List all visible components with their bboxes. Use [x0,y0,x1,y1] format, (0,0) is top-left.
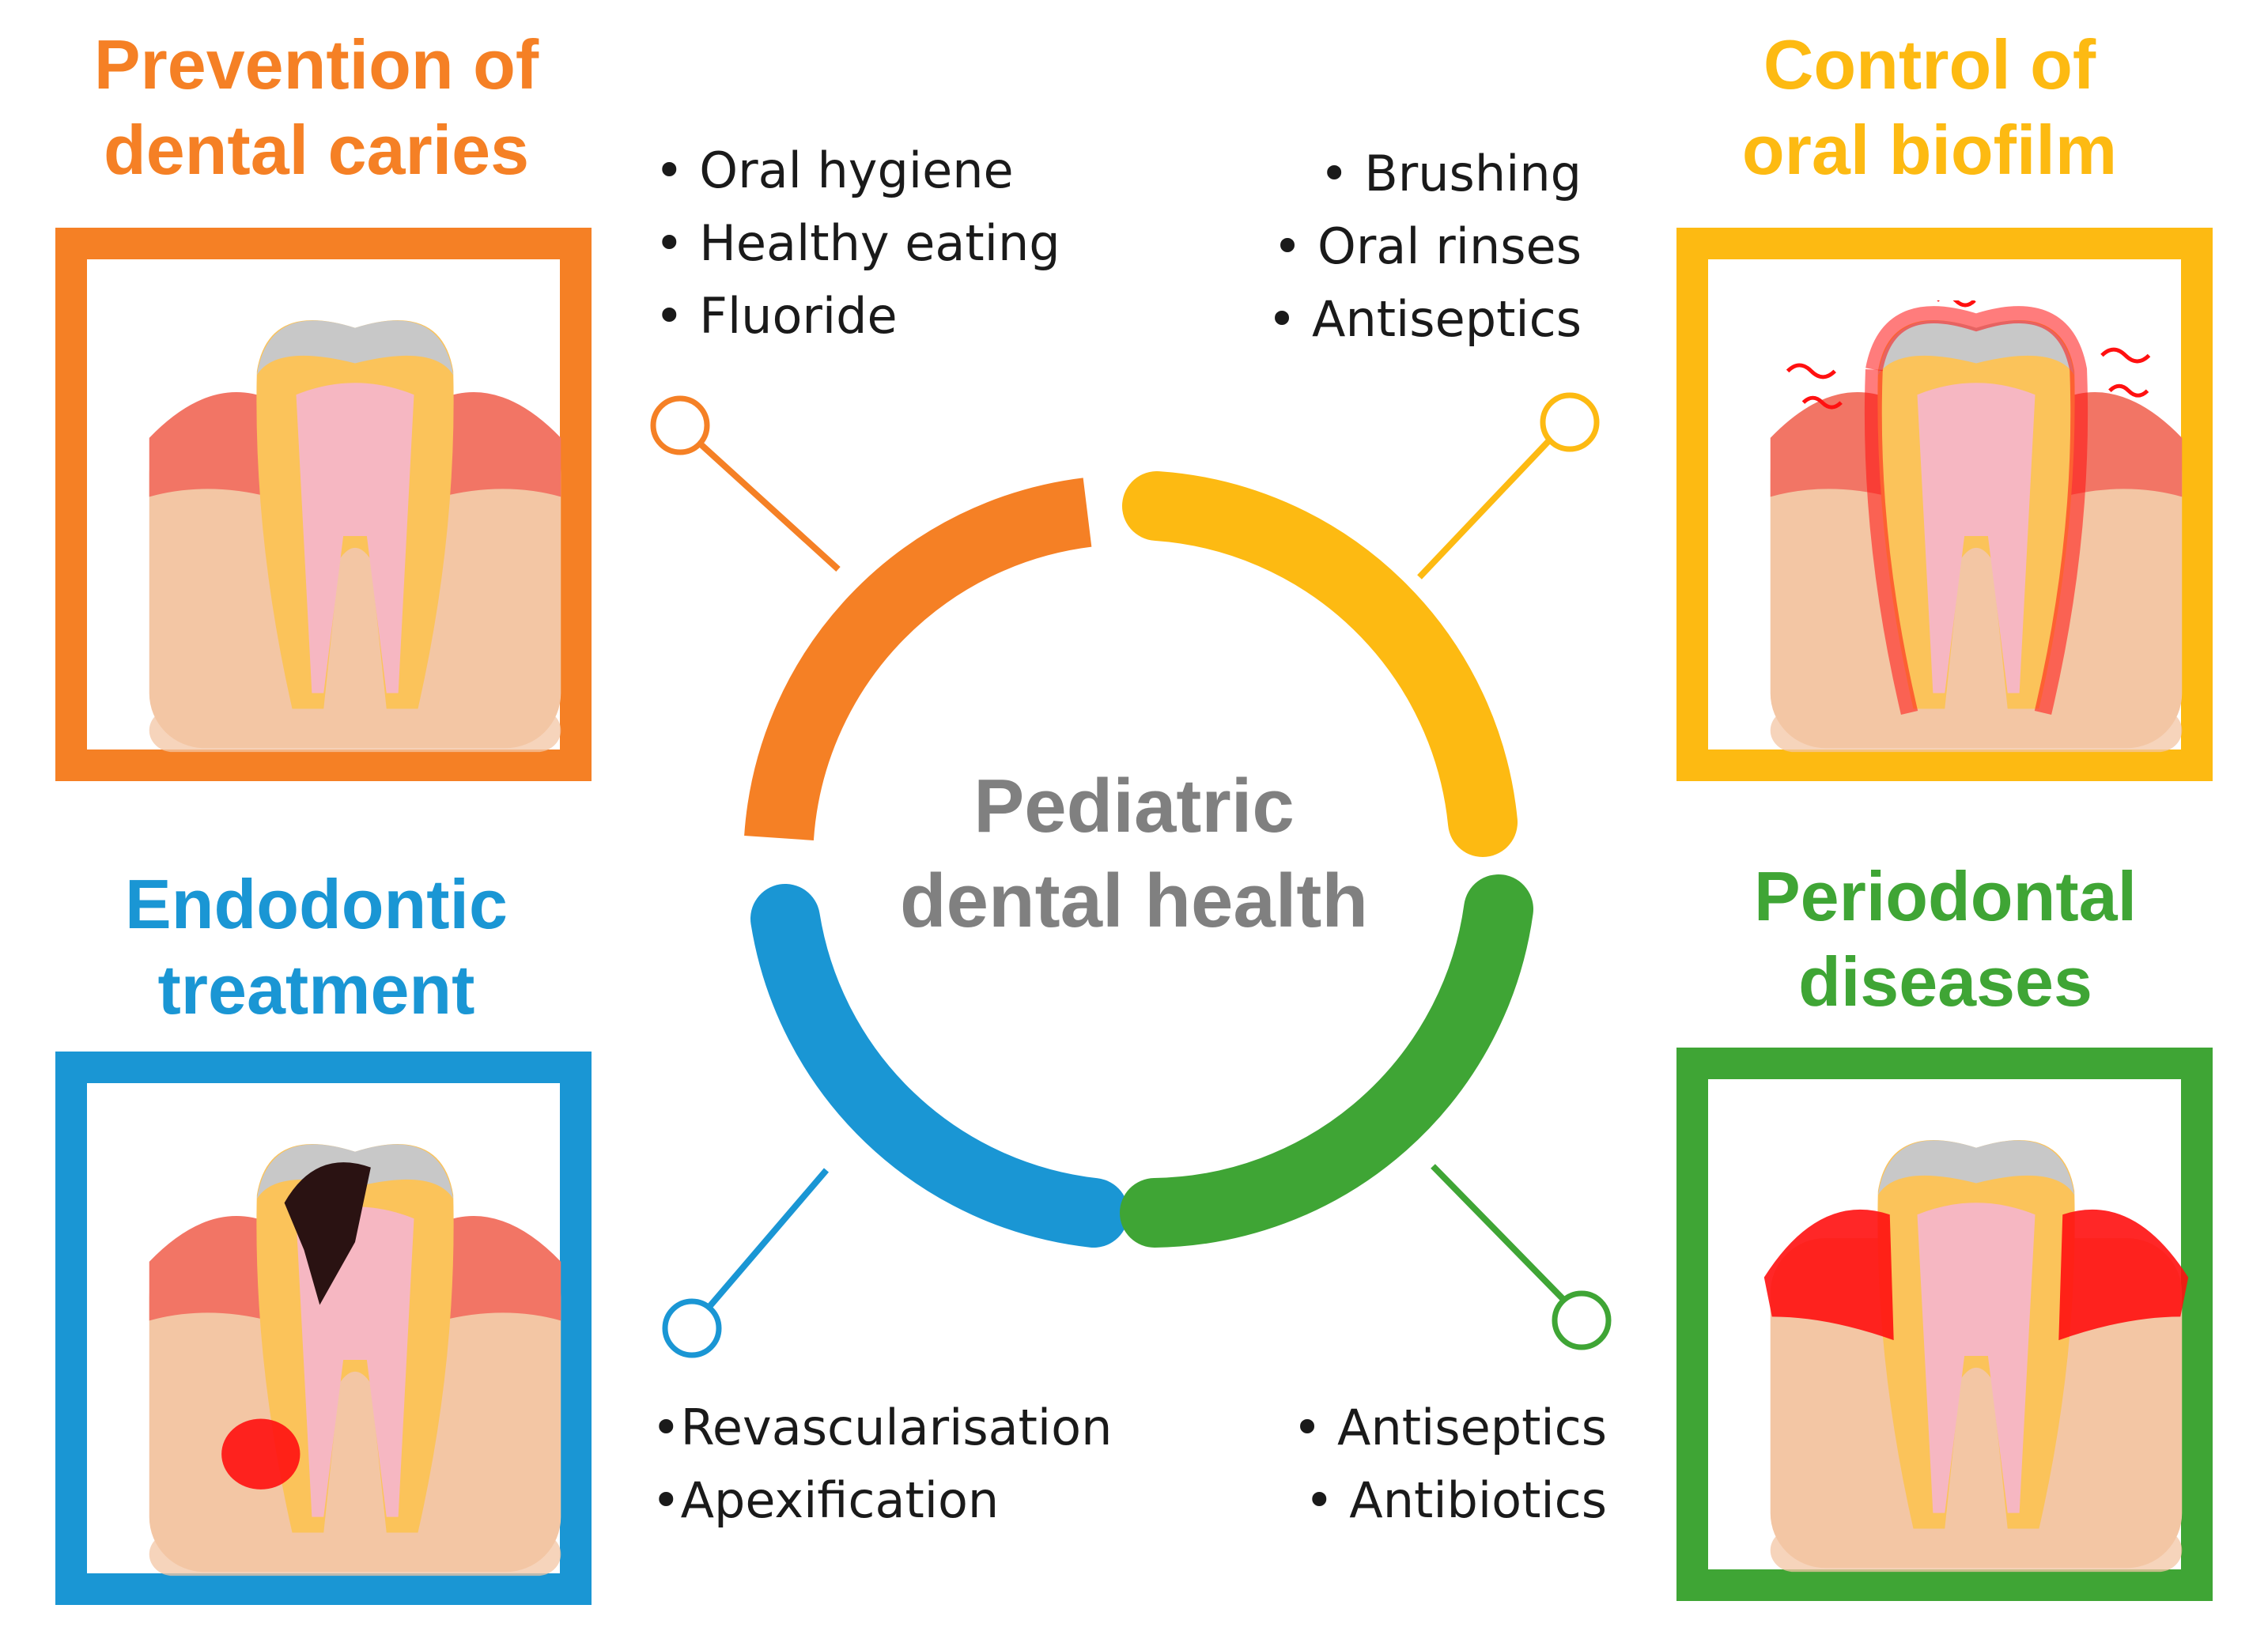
list-item: • Antibiotics [1305,1471,1607,1529]
connector-line-periodontal [1431,1164,1582,1319]
inflamed-gums-tooth-icon [1763,1140,2189,1573]
connector-line-endodontic [691,1168,830,1327]
ring-arc-biofilm [1122,471,1518,857]
list-item: • Antiseptics [1267,290,1582,348]
connector-pin-periodontal [1552,1290,1612,1350]
healthy-tooth-icon [149,320,561,753]
connector-pin-biofilm [1540,392,1600,452]
center-title: Pediatric dental health [818,759,1450,949]
list-item: • Healthy eating [655,214,1060,272]
ring-arc-prevention [744,478,1092,841]
list-item: • Oral hygiene [655,142,1014,199]
biofilm-title: Control of oral biofilm [1741,25,2118,189]
connector-line-prevention [679,425,841,572]
prevention-bullet-list: • Oral hygiene • Healthy eating • Fluori… [655,134,1060,353]
list-item: • Fluoride [655,287,898,345]
tooth-with-biofilm-icon [1770,300,2183,753]
prevention-title: Prevention of dental caries [93,25,539,189]
center-title-line2: dental health [899,859,1369,943]
endodontic-title: Endodontic treatment [125,865,508,1029]
periodontal-bullet-list: • Antiseptics • Antibiotics [1293,1391,1607,1537]
decayed-tooth-icon [149,1144,561,1576]
endodontic-image-frame [55,1052,592,1605]
connector-pin-endodontic [662,1298,722,1358]
list-item: • Oral rinses [1272,217,1582,275]
biofilm-image-frame [1676,228,2213,781]
ring-arc-endodontic [750,884,1128,1248]
endodontic-bullet-list: •Revascularisation •Apexification [652,1391,1112,1537]
connector-pin-prevention [650,395,710,455]
list-item: • Antiseptics [1292,1399,1607,1456]
center-title-line1: Pediatric [973,764,1295,848]
biofilm-bullet-list: • Brushing • Oral rinses • Antiseptics [1268,138,1582,356]
prevention-image-frame [55,228,592,781]
connector-line-biofilm [1417,421,1568,580]
list-item: •Revascularisation [652,1399,1113,1456]
list-item: •Apexification [652,1471,1000,1529]
periodontal-image-frame [1676,1048,2213,1601]
periodontal-title: Periodontal diseases [1753,857,2138,1021]
list-item: • Brushing [1319,145,1582,202]
ring-arc-periodontal [1120,874,1533,1248]
